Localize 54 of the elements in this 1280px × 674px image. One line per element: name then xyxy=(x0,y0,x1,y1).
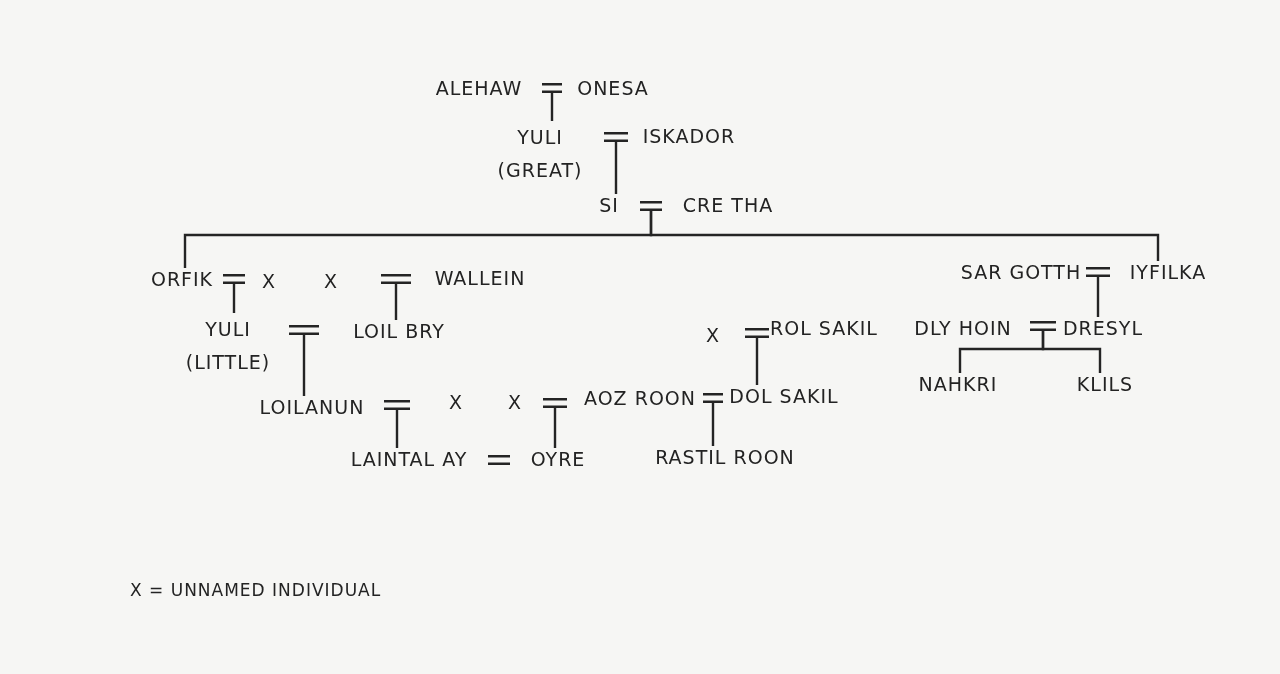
descent-line xyxy=(302,335,306,396)
descent-line xyxy=(755,338,759,385)
person-name: DOL SAKIL xyxy=(729,385,839,407)
descent-line xyxy=(1041,331,1102,373)
descent-line xyxy=(649,211,1160,261)
person-name: ONESA xyxy=(577,77,649,99)
person-name: NAHKRI xyxy=(918,373,998,395)
person-name: DLY HOIN xyxy=(914,317,1012,339)
person-name: LAINTAL AY xyxy=(350,448,468,470)
marriage-symbol xyxy=(745,328,769,338)
person-name: RASTIL ROON xyxy=(655,446,795,468)
person-name: X xyxy=(449,391,463,413)
key-note: X = UNNAMED INDIVIDUAL xyxy=(130,579,382,601)
marriage-symbol xyxy=(640,201,662,211)
person-name: LOILANUN xyxy=(259,396,365,418)
person-name: ISKADOR xyxy=(642,125,736,147)
person-name: IYFILKA xyxy=(1129,261,1207,283)
descent-line xyxy=(232,284,236,313)
person-name: X xyxy=(508,391,522,413)
descent-line xyxy=(553,408,557,448)
marriage-symbol xyxy=(1030,321,1056,331)
marriage-symbol xyxy=(223,274,245,284)
person-name: X xyxy=(262,270,276,292)
marriage-symbol xyxy=(543,398,567,408)
person-name: OYRE xyxy=(530,448,586,470)
person-name: CRE THA xyxy=(682,194,774,216)
marriage-symbol xyxy=(381,274,411,284)
person-name: SAR GOTTH xyxy=(960,261,1082,283)
descent-line xyxy=(614,142,618,194)
marriage-symbol xyxy=(289,325,319,335)
person-name: ROL SAKIL xyxy=(770,317,878,339)
person-name: YULI (GREAT) xyxy=(497,121,583,187)
descent-line xyxy=(394,284,398,320)
person-name: SI xyxy=(599,194,619,216)
marriage-symbol xyxy=(384,400,410,410)
marriage-symbol xyxy=(604,132,628,142)
person-name: DRESYL xyxy=(1062,317,1144,339)
descent-line xyxy=(550,93,554,121)
person-name: AOZ ROON xyxy=(584,387,696,409)
person-name: X xyxy=(324,270,338,292)
person-name: KLILS xyxy=(1076,373,1134,395)
descent-line xyxy=(1096,277,1100,317)
descent-line xyxy=(395,410,399,448)
person-name: ORFIK xyxy=(150,268,214,290)
person-name: WALLEIN xyxy=(434,267,526,289)
marriage-symbol xyxy=(488,455,510,465)
person-name: YULI (LITTLE) xyxy=(185,313,271,379)
marriage-symbol xyxy=(1086,267,1110,277)
person-name: LOIL BRY xyxy=(353,320,445,342)
person-name: ALEHAW xyxy=(435,77,523,99)
marriage-symbol xyxy=(542,83,562,93)
marriage-symbol xyxy=(703,393,723,403)
descent-line xyxy=(711,403,715,446)
person-name: X xyxy=(706,324,720,346)
